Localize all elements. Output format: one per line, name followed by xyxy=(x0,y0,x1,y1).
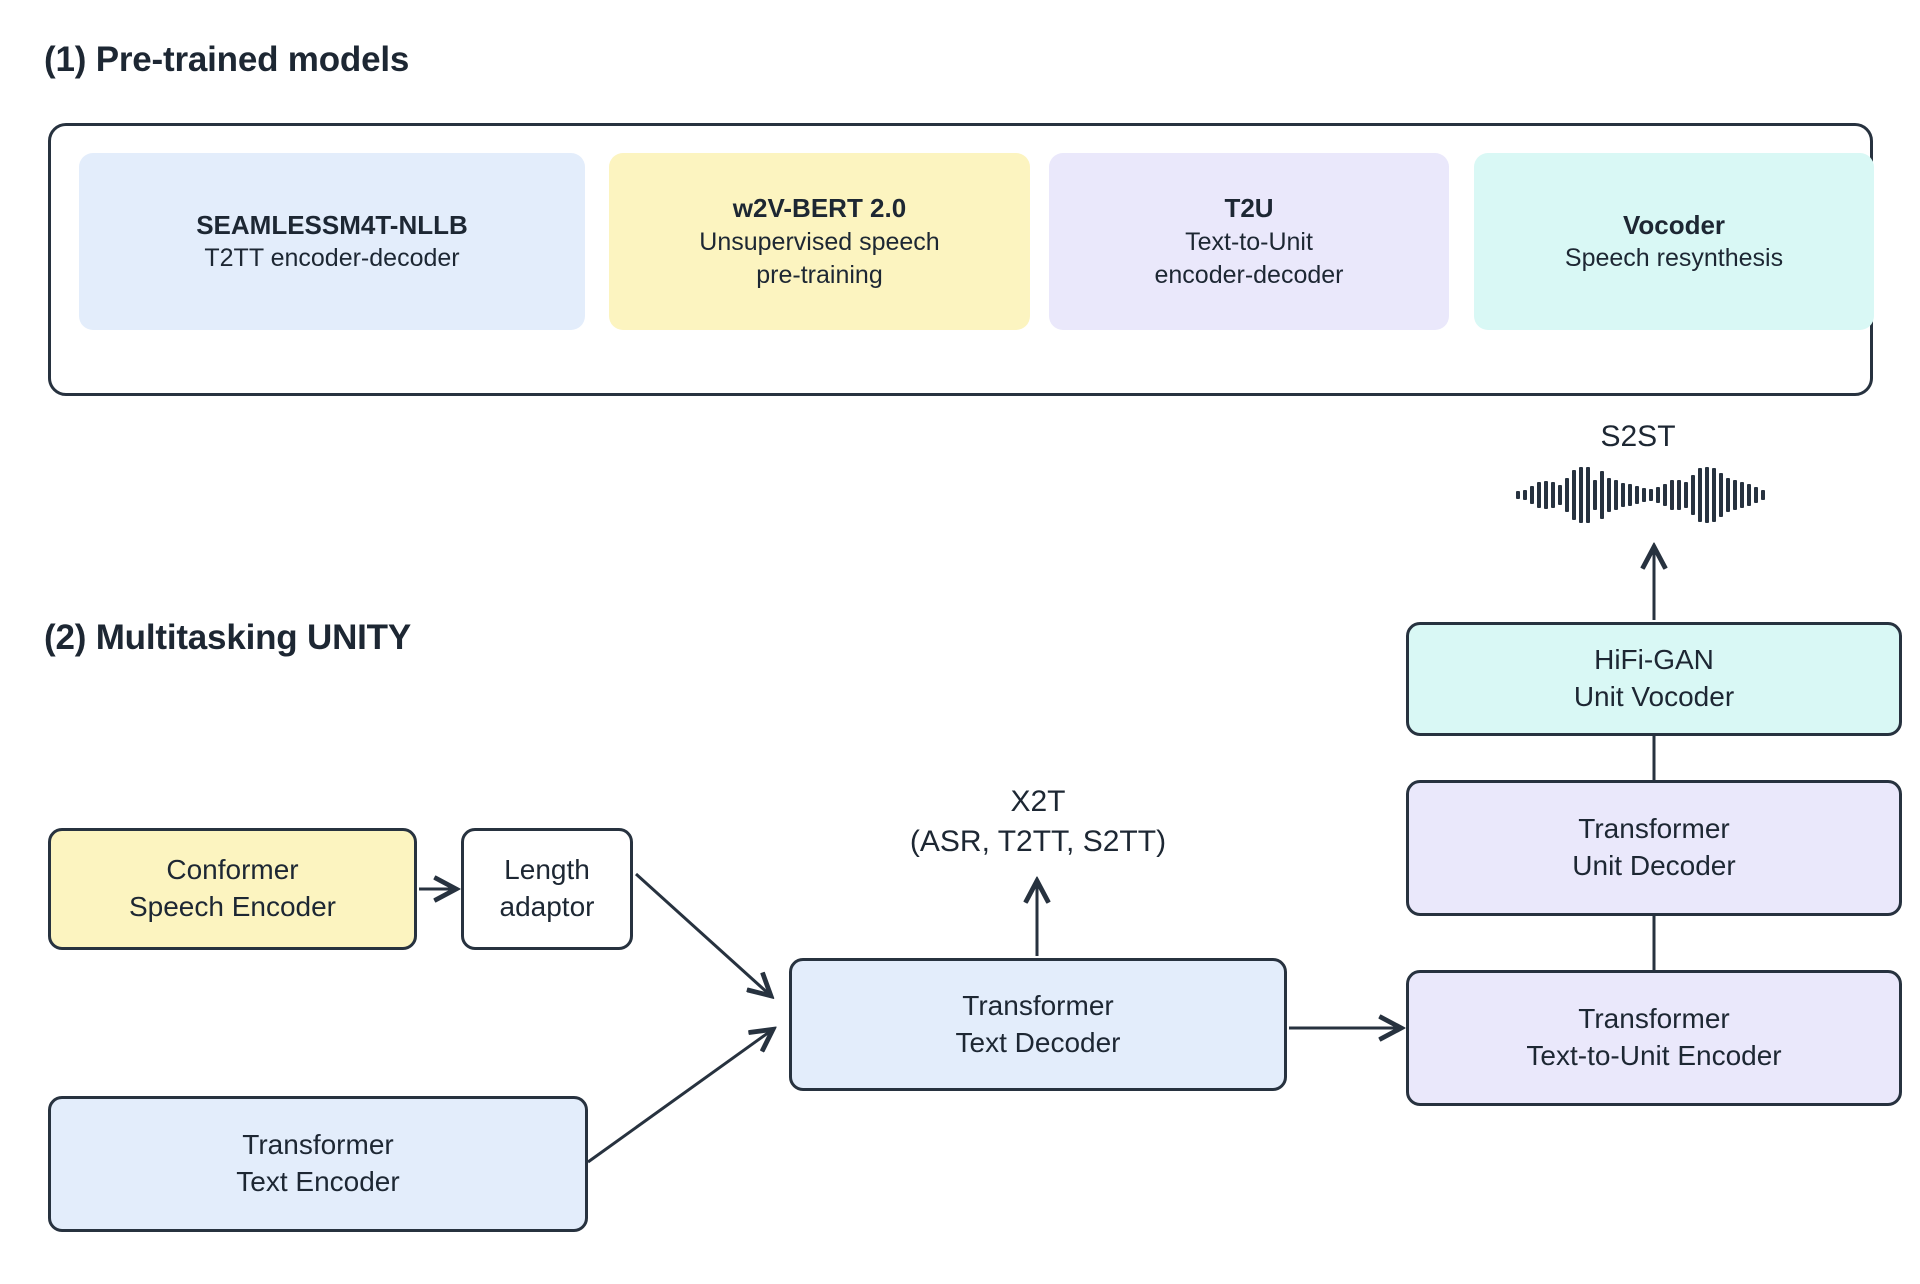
card-title: w2V-BERT 2.0 xyxy=(732,193,907,224)
box-transformer-text-decoder: Transformer Text Decoder xyxy=(789,958,1287,1091)
card-subtitle-line2: encoder-decoder xyxy=(1154,260,1344,289)
waveform-bar xyxy=(1634,486,1639,504)
waveform-bar xyxy=(1690,475,1695,515)
card-subtitle-line1: T2TT encoder-decoder xyxy=(204,244,460,273)
card-title: T2U xyxy=(1224,193,1274,224)
waveform-bar xyxy=(1655,487,1660,503)
waveform-bar xyxy=(1704,467,1709,523)
waveform-bar xyxy=(1571,470,1576,520)
pretrained-card-seamlessm4t-nllb: SEAMLESSM4T-NLLB T2TT encoder-decoder xyxy=(79,153,585,330)
box-line1: Length xyxy=(504,854,590,886)
card-title: SEAMLESSM4T-NLLB xyxy=(196,209,468,240)
waveform-bar xyxy=(1550,482,1555,508)
box-line1: Transformer xyxy=(1578,813,1730,845)
waveform-bar xyxy=(1536,482,1541,508)
arrow-length-adaptor-to-text-decoder xyxy=(634,872,770,995)
waveform-bar xyxy=(1599,471,1604,519)
pretrained-card-t2u: T2U Text-to-Unit encoder-decoder xyxy=(1049,153,1449,330)
section-heading-pretrained: (1) Pre-trained models xyxy=(44,40,410,79)
box-transformer-text-to-unit-encoder: Transformer Text-to-Unit Encoder xyxy=(1406,970,1902,1106)
x2t-line2: (ASR, T2TT, S2TT) xyxy=(909,824,1167,858)
waveform-bar xyxy=(1732,480,1737,510)
box-length-adaptor: Length adaptor xyxy=(461,828,633,950)
waveform-bar xyxy=(1718,473,1723,517)
card-subtitle-line2: pre-training xyxy=(756,260,883,289)
box-transformer-text-encoder: Transformer Text Encoder xyxy=(48,1096,588,1232)
waveform-bar xyxy=(1578,467,1583,523)
waveform-bar xyxy=(1753,487,1758,503)
box-conformer-speech-encoder: Conformer Speech Encoder xyxy=(48,828,417,950)
waveform-bar xyxy=(1627,484,1632,506)
waveform-bar xyxy=(1641,488,1646,502)
box-line2: Unit Decoder xyxy=(1572,850,1736,881)
box-line1: HiFi-GAN xyxy=(1594,644,1714,676)
box-line1: Conformer xyxy=(166,854,299,886)
waveform-bar xyxy=(1746,484,1751,506)
waveform-bar xyxy=(1711,468,1716,522)
box-line2: adaptor xyxy=(499,891,595,922)
waveform-bar xyxy=(1515,491,1520,499)
waveform-bar xyxy=(1620,483,1625,507)
box-hifigan-unit-vocoder: HiFi-GAN Unit Vocoder xyxy=(1406,622,1902,736)
box-transformer-unit-decoder: Transformer Unit Decoder xyxy=(1406,780,1902,916)
waveform-bar xyxy=(1725,478,1730,512)
box-line2: Text Decoder xyxy=(955,1026,1121,1058)
waveform-bar xyxy=(1676,480,1681,510)
box-line1: Transformer xyxy=(962,989,1114,1021)
card-subtitle-line1: Speech resynthesis xyxy=(1564,244,1784,273)
waveform-bar xyxy=(1592,480,1597,510)
waveform-bar xyxy=(1648,489,1653,501)
waveform-bar xyxy=(1662,484,1667,506)
waveform-bar xyxy=(1697,468,1702,522)
waveform-bar xyxy=(1585,467,1590,523)
waveform-bar xyxy=(1522,490,1527,500)
box-line1: Transformer xyxy=(242,1129,394,1161)
arrow-text-encoder-to-text-decoder xyxy=(587,1030,772,1164)
audio-waveform-icon xyxy=(1505,465,1775,525)
waveform-bar xyxy=(1529,486,1534,504)
waveform-bar xyxy=(1606,478,1611,512)
box-line2: Text-to-Unit Encoder xyxy=(1526,1040,1782,1071)
waveform-bar xyxy=(1564,478,1569,512)
waveform-bar xyxy=(1669,480,1674,510)
waveform-bar xyxy=(1543,481,1548,509)
box-line2: Unit Vocoder xyxy=(1573,681,1735,712)
s2st-output-label: S2ST xyxy=(1600,420,1676,453)
card-subtitle-line1: Text-to-Unit xyxy=(1185,227,1313,256)
waveform-bar xyxy=(1683,482,1688,508)
waveform-bar xyxy=(1557,485,1562,505)
waveform-bar xyxy=(1613,480,1618,510)
waveform-bar xyxy=(1760,490,1765,500)
card-subtitle-line1: Unsupervised speech xyxy=(699,227,940,256)
pretrained-card-vocoder: Vocoder Speech resynthesis xyxy=(1474,153,1874,330)
x2t-task-label: X2T (ASR, T2TT, S2TT) xyxy=(788,782,1288,861)
card-title: Vocoder xyxy=(1622,209,1726,240)
section-heading-multitasking: (2) Multitasking UNITY xyxy=(44,618,411,657)
pretrained-card-w2v-bert: w2V-BERT 2.0 Unsupervised speech pre-tra… xyxy=(609,153,1030,330)
box-line1: Transformer xyxy=(1578,1003,1730,1035)
box-line2: Text Encoder xyxy=(236,1166,400,1197)
box-line2: Speech Encoder xyxy=(128,891,337,922)
x2t-line1: X2T xyxy=(1010,785,1066,818)
waveform-bar xyxy=(1739,482,1744,508)
